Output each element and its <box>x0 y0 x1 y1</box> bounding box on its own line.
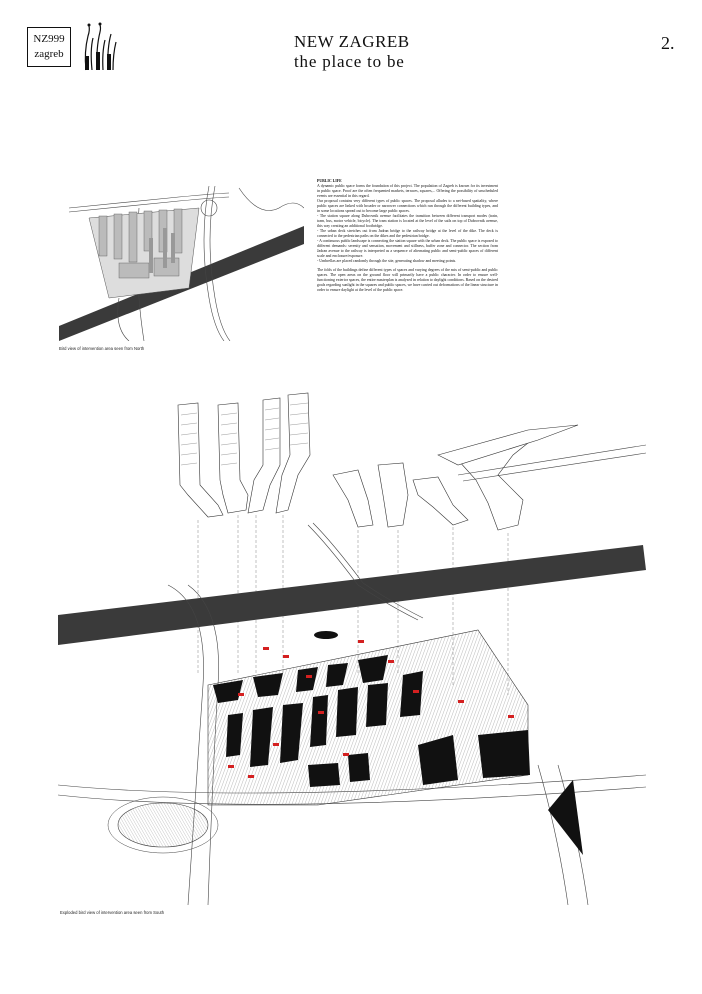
page-number: 2. <box>661 33 675 53</box>
logo-box: NZ999 zagreb <box>27 27 71 67</box>
text-paragraph: - The urban deck stretches out from Jadr… <box>317 229 498 238</box>
exploded-caption: Exploded bird view of intervention area … <box>60 910 165 915</box>
public-life-text: PUBLIC LIFE A dynamic public space forms… <box>317 179 498 293</box>
title-main: NEW ZAGREB <box>294 32 410 51</box>
text-closing: The folds of the buildings define differ… <box>317 268 498 292</box>
logo-line-2: zagreb <box>34 48 64 60</box>
aerial-caption: Bird view of intervention area seen from… <box>59 346 145 351</box>
river-shape <box>58 545 646 645</box>
title-subtitle: the place to be <box>294 52 405 71</box>
text-paragraph: Our proposal contains very different typ… <box>317 199 498 213</box>
building-footprints <box>213 631 583 855</box>
text-paragraph: - Umbrellas are placed randomly through … <box>317 259 457 264</box>
skyline-logo-icon <box>84 22 117 71</box>
text-paragraph: - A continuous public landscape is conne… <box>317 239 498 258</box>
aerial-view-drawing <box>59 185 304 341</box>
text-paragraph: A dynamic public space forms the foundat… <box>317 184 498 198</box>
logo-line-1: NZ999 <box>33 33 65 45</box>
text-heading: PUBLIC LIFE <box>317 179 342 183</box>
exploded-view-drawing <box>58 392 646 905</box>
text-paragraph: - The station square along Dubrovnik ave… <box>317 214 498 228</box>
exploded-buildings <box>177 392 579 531</box>
page-title: NEW ZAGREB the place to be <box>294 32 410 72</box>
umbrella-markers <box>228 640 514 778</box>
